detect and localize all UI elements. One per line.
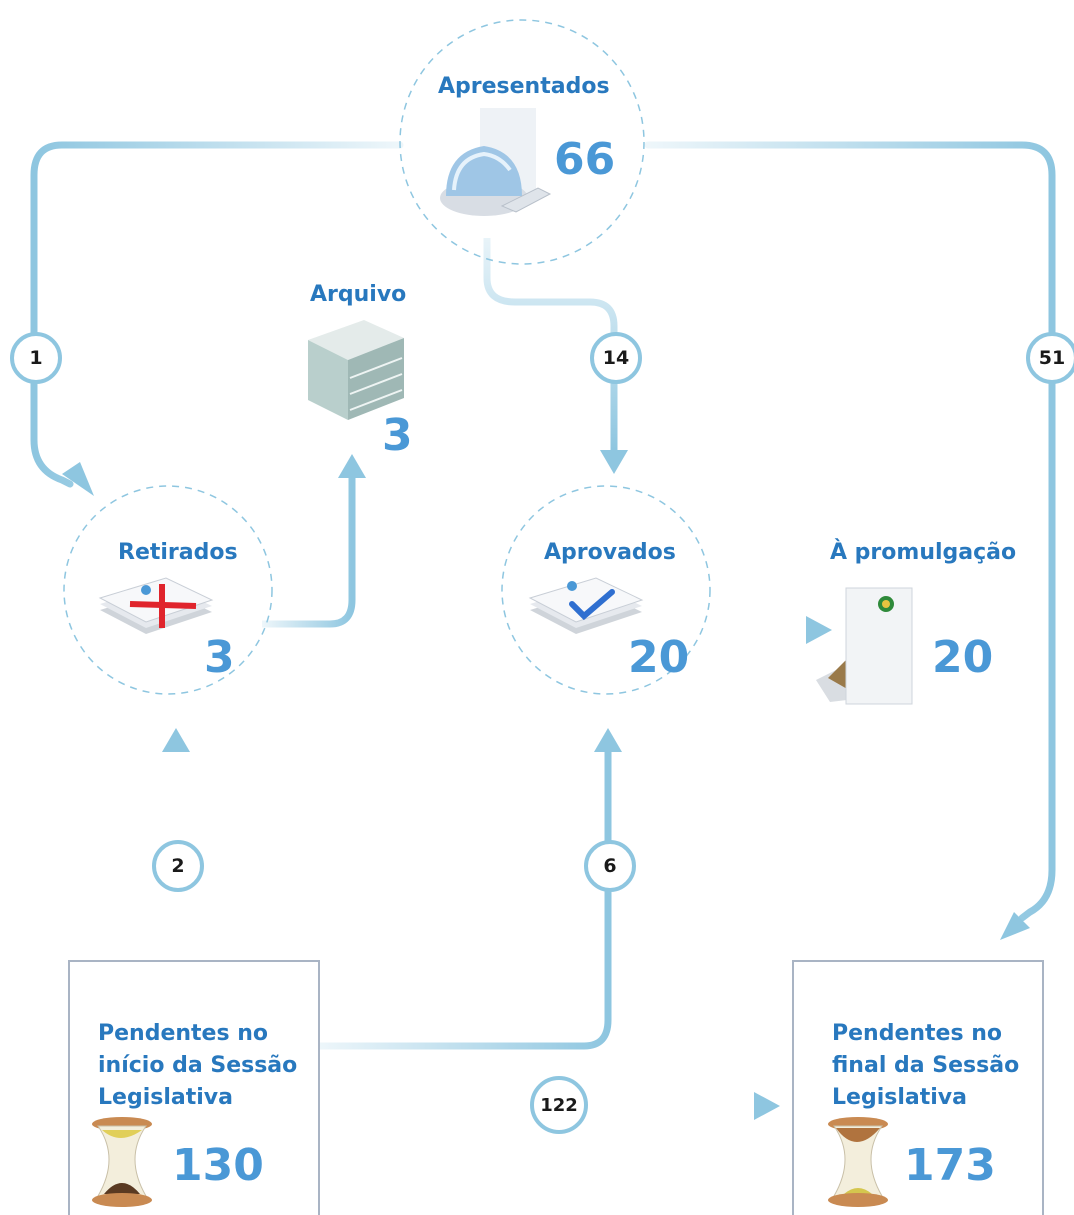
aprovados-value: 20	[628, 632, 690, 683]
flow-count-badge: 122	[530, 1076, 588, 1134]
flow-retirados-arquivo-arrow	[338, 454, 366, 478]
flow-pendentes-inicio-aprovados-arrow	[594, 728, 622, 752]
flow-apresentados-pendentes-final-arrow	[1000, 912, 1030, 940]
promulgacao-value: 20	[932, 632, 994, 683]
arquivo-label: Arquivo	[310, 282, 407, 307]
flow-count-badge: 51	[1026, 332, 1074, 384]
retirados-label: Retirados	[118, 540, 238, 565]
file-cabinet-icon	[308, 320, 404, 420]
flow-pendentes-inicio-aprovados	[318, 752, 612, 1050]
promulgation-document-icon	[816, 587, 913, 705]
flow-count-badge: 6	[584, 840, 636, 892]
pendentes-final-value: 173	[904, 1140, 996, 1191]
pendentes-final-box	[792, 960, 1044, 1215]
flow-pendentes-inicio-pendentes-final-arrow	[754, 1092, 780, 1120]
pendentes-inicio-value: 130	[172, 1140, 264, 1191]
flow-apresentados-retirados-arrow	[62, 462, 94, 496]
scanner-icon	[440, 108, 552, 216]
approved-document-icon	[528, 577, 644, 634]
pendentes-final-label: Pendentes no final da Sessão Legislativa	[832, 1021, 1020, 1110]
promulgacao-label: À promulgação	[830, 540, 1017, 565]
flow-apresentados-pendentes-final	[644, 141, 1056, 922]
flow-count-badge: 2	[152, 840, 204, 892]
flow-count-badge: 1	[10, 332, 62, 384]
flow-apresentados-aprovados-arrow	[600, 450, 628, 474]
pendentes-inicio-label: Pendentes no início da Sessão Legislativ…	[98, 1021, 298, 1110]
flow-count-badge: 14	[590, 332, 642, 384]
flow-apresentados-aprovados	[483, 238, 618, 450]
arquivo-value: 3	[382, 410, 413, 461]
apresentados-label: Apresentados	[438, 74, 610, 99]
hourglass-icon	[828, 1117, 888, 1207]
retirados-circle	[63, 485, 273, 695]
apresentados-value: 66	[554, 134, 616, 185]
retirados-value: 3	[204, 632, 235, 683]
flow-retirados-arquivo	[262, 478, 356, 628]
hourglass-icon	[92, 1117, 152, 1207]
aprovados-circle	[501, 485, 711, 695]
flow-pendentes-inicio-retirados-arrow	[162, 728, 190, 752]
flow-apresentados-retirados	[30, 141, 404, 488]
withdrawn-document-icon	[98, 577, 214, 634]
aprovados-label: Aprovados	[544, 540, 676, 565]
flow-aprovados-promulgacao-arrow	[806, 616, 832, 644]
